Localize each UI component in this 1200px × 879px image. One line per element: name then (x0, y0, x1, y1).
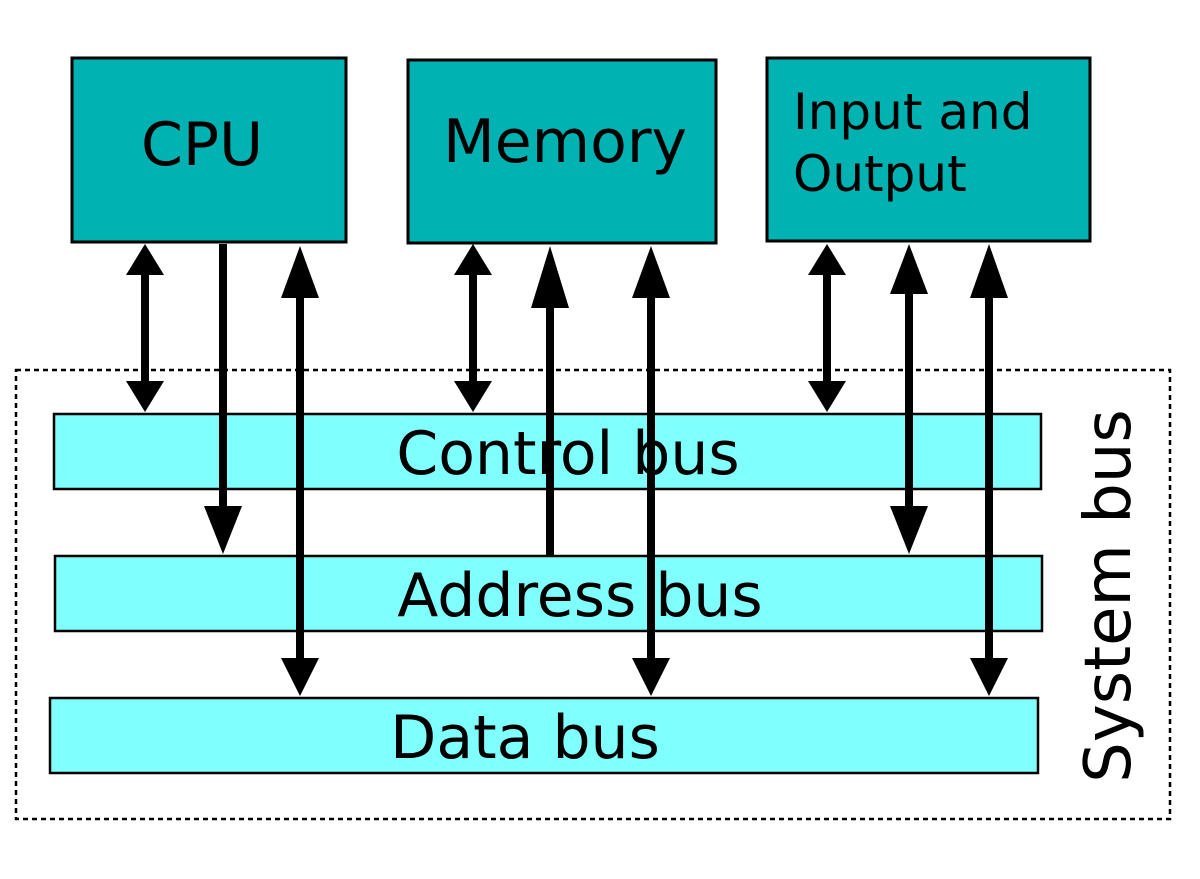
io-control-arrowhead-down (808, 381, 846, 412)
memory-control-arrowhead-up (454, 244, 492, 275)
memory-label: Memory (443, 107, 687, 177)
io-box (765, 56, 1092, 243)
io-data-arrowhead-up (970, 244, 1008, 298)
system-bus-label: System bus (1072, 409, 1146, 783)
system-bus-boundary (14, 368, 1172, 821)
cpu-control-arrowhead-up (126, 244, 164, 275)
address-bus (53, 554, 1044, 633)
io-control-arrowhead-up (808, 244, 846, 275)
cpu-control-arrowhead-down (126, 381, 164, 412)
io-label-line1: Input and (793, 83, 1032, 141)
control-bus-label: Control bus (396, 419, 739, 489)
io-address-arrowhead-up (890, 244, 928, 294)
cpu-data-arrowhead-down (281, 658, 319, 696)
memory-address-arrowhead-up (531, 246, 569, 308)
io-label-line2: Output (793, 145, 967, 203)
data-bus (48, 696, 1040, 775)
cpu-box (70, 56, 348, 244)
cpu-label: CPU (141, 110, 263, 180)
data-bus-label: Data bus (390, 703, 660, 773)
memory-box (406, 58, 718, 245)
io-address-arrowhead-down (890, 506, 928, 554)
memory-data-arrowhead-up (632, 246, 670, 298)
io-data-arrowhead-down (970, 658, 1008, 696)
cpu-data-arrowhead-up (281, 246, 319, 298)
address-bus-label: Address bus (397, 561, 762, 631)
memory-data-arrowhead-down (632, 658, 670, 696)
memory-control-arrowhead-down (454, 381, 492, 412)
cpu-address-arrowhead-down (204, 506, 242, 554)
